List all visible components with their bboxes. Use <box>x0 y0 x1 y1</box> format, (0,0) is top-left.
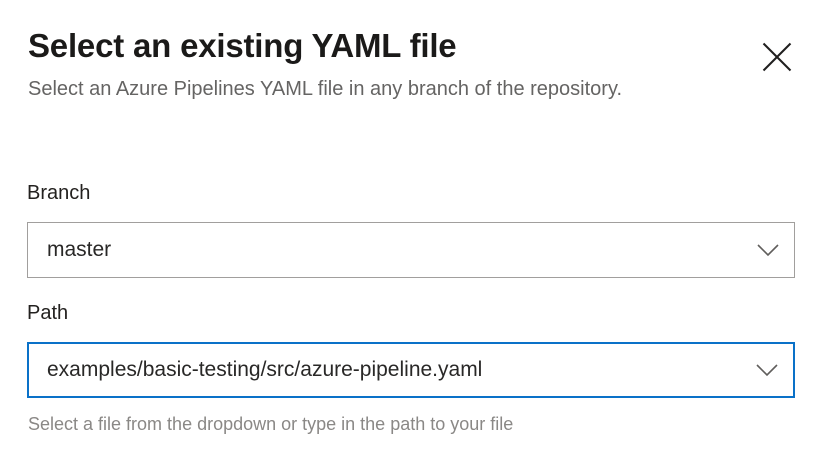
chevron-down-icon[interactable] <box>741 363 793 377</box>
page-title: Select an existing YAML file <box>28 27 457 64</box>
path-label: Path <box>27 302 69 324</box>
path-dropdown[interactable] <box>27 342 795 398</box>
dialog-header: Select an existing YAML file Select an A… <box>28 26 792 105</box>
close-icon <box>762 42 792 72</box>
path-helper-text: Select a file from the dropdown or type … <box>28 414 514 434</box>
branch-input[interactable] <box>28 236 742 264</box>
branch-field-group: Branch <box>27 180 795 278</box>
path-input[interactable] <box>29 356 741 384</box>
path-field-group: Path <box>27 300 795 398</box>
branch-dropdown[interactable] <box>27 222 795 278</box>
dialog-subtitle: Select an Azure Pipelines YAML file in a… <box>28 78 623 100</box>
close-button[interactable] <box>756 36 798 78</box>
chevron-down-icon[interactable] <box>742 243 794 257</box>
branch-label: Branch <box>27 182 91 204</box>
